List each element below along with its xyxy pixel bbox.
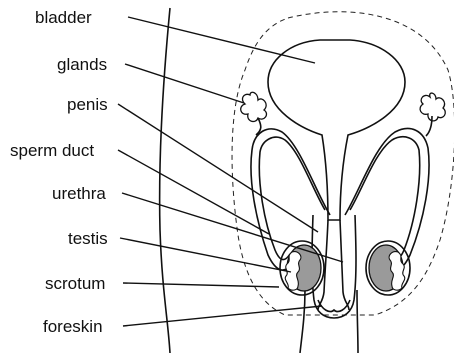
leader-penis [118, 104, 318, 232]
leader-glands [125, 64, 244, 103]
leader-bladder [128, 17, 315, 63]
leader-scrotum [123, 283, 279, 287]
left-sperm-duct [251, 118, 330, 270]
label-glands: glands [57, 55, 107, 74]
right-testis [366, 241, 410, 295]
label-foreskin: foreskin [43, 317, 103, 336]
leader-testis [120, 238, 291, 272]
label-scrotum: scrotum [45, 274, 105, 293]
bladder-shape [268, 40, 405, 220]
label-urethra: urethra [52, 184, 106, 203]
label-testis: testis [68, 229, 108, 248]
left-gland [241, 92, 267, 121]
label-penis: penis [67, 95, 108, 114]
leader-sperm-duct [118, 150, 269, 234]
body-outline [160, 8, 358, 353]
label-bladder: bladder [35, 8, 92, 27]
leader-foreskin [123, 306, 322, 326]
label-sperm-duct: sperm duct [10, 141, 94, 160]
